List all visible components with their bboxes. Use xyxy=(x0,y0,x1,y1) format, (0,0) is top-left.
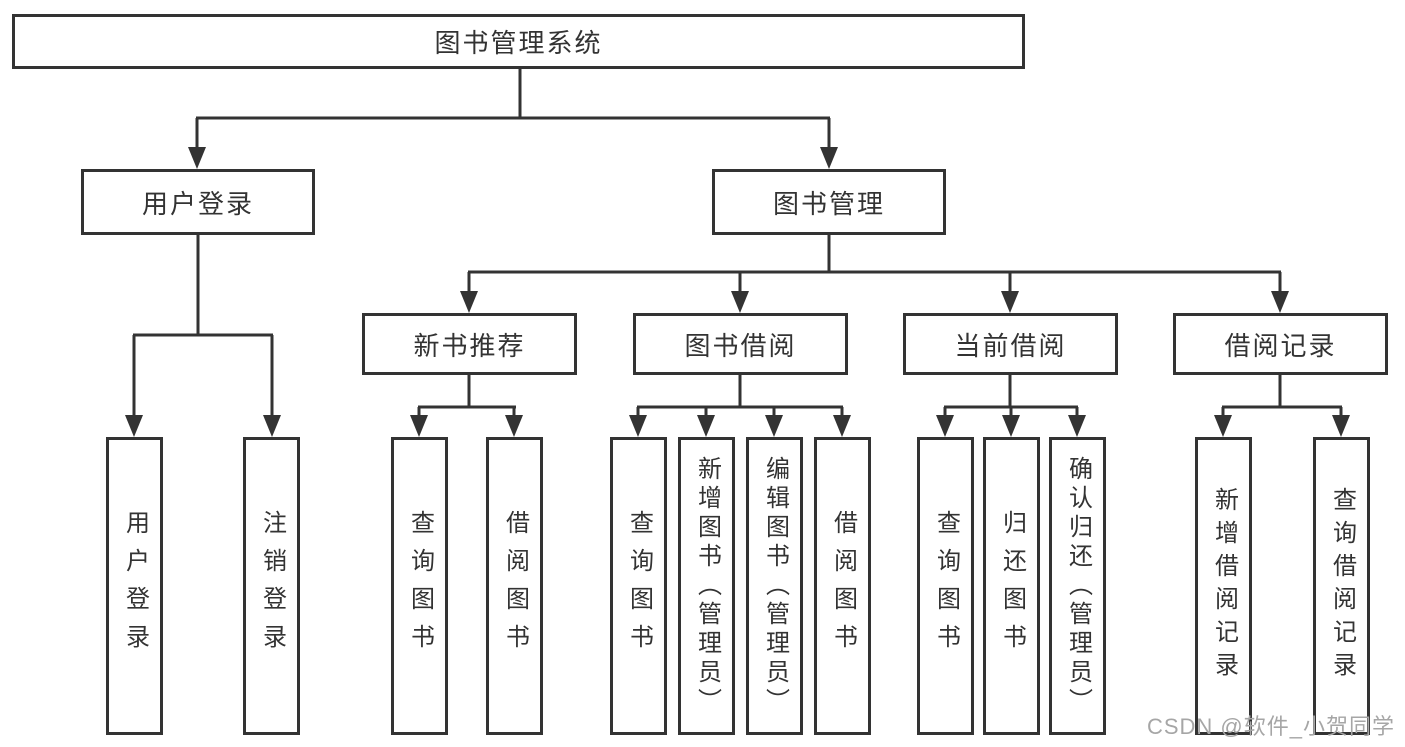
leaf-query-books-3: 查询图书 xyxy=(917,437,974,735)
leaf-label: 用户登录 xyxy=(121,510,149,662)
connector-line xyxy=(196,116,830,120)
arrowhead-icon xyxy=(125,415,143,437)
leaf-borrow-books-2: 借阅图书 xyxy=(814,437,871,735)
node-book-borrowing-label: 图书借阅 xyxy=(684,330,797,361)
node-user-login: 用户登录 xyxy=(81,169,315,235)
connector-line xyxy=(772,407,776,417)
leaf-query-borrow-record: 查询借阅记录 xyxy=(1313,437,1370,735)
arrowhead-icon xyxy=(629,415,647,437)
leaf-label: 查询图书 xyxy=(406,510,434,662)
node-new-book-recommend-label: 新书推荐 xyxy=(413,330,526,361)
connector-line xyxy=(637,405,843,409)
arrowhead-icon xyxy=(820,147,838,169)
connector-line xyxy=(467,272,471,294)
arrowhead-icon xyxy=(731,291,749,313)
connector-line xyxy=(1008,272,1012,294)
connector-line xyxy=(270,335,274,417)
leaf-label: 查询借阅记录 xyxy=(1328,487,1356,685)
leaf-label: 新增借阅记录 xyxy=(1210,487,1238,685)
leaf-query-books-2: 查询图书 xyxy=(610,437,667,735)
leaf-label: 编辑图书（管理员） xyxy=(761,455,789,717)
node-new-book-recommend: 新书推荐 xyxy=(362,313,577,375)
leaf-edit-book-admin: 编辑图书（管理员） xyxy=(746,437,803,735)
connector-line xyxy=(704,407,708,417)
arrowhead-icon xyxy=(460,291,478,313)
arrowhead-icon xyxy=(188,147,206,169)
connector-line xyxy=(1008,375,1012,407)
node-borrow-records-label: 借阅记录 xyxy=(1224,330,1337,361)
arrowhead-icon xyxy=(1332,415,1350,437)
node-root-label: 图书管理系统 xyxy=(434,28,603,58)
arrowhead-icon xyxy=(765,415,783,437)
leaf-return-book: 归还图书 xyxy=(983,437,1040,735)
node-current-borrowing: 当前借阅 xyxy=(903,313,1118,375)
leaf-label: 查询图书 xyxy=(932,510,960,662)
leaf-label: 借阅图书 xyxy=(501,510,529,662)
leaf-add-borrow-record: 新增借阅记录 xyxy=(1195,437,1252,735)
connector-line xyxy=(133,333,273,337)
arrowhead-icon xyxy=(410,415,428,437)
leaf-label: 查询图书 xyxy=(625,510,653,662)
connector-line xyxy=(827,235,831,272)
arrowhead-icon xyxy=(1271,291,1289,313)
arrowhead-icon xyxy=(833,415,851,437)
connector-line xyxy=(518,69,522,118)
watermark: CSDN @软件_小贺同学 xyxy=(1146,714,1395,739)
node-book-borrowing: 图书借阅 xyxy=(633,313,848,375)
arrowhead-icon xyxy=(1214,415,1232,437)
connector-line xyxy=(196,235,200,335)
connector-line xyxy=(1278,272,1282,294)
node-book-management: 图书管理 xyxy=(712,169,946,235)
node-root: 图书管理系统 xyxy=(12,14,1025,69)
leaf-label: 注销登录 xyxy=(258,510,286,662)
connector-line xyxy=(636,407,640,417)
leaf-label: 归还图书 xyxy=(998,510,1026,662)
connector-line xyxy=(132,335,136,417)
connector-line xyxy=(1278,375,1282,407)
leaf-user-login: 用户登录 xyxy=(106,437,163,735)
connector-line xyxy=(467,375,471,407)
connector-line xyxy=(840,407,844,417)
connector-line xyxy=(468,270,1281,274)
arrowhead-icon xyxy=(1002,415,1020,437)
arrowhead-icon xyxy=(1068,415,1086,437)
connector-line xyxy=(827,118,831,150)
arrowhead-icon xyxy=(263,415,281,437)
leaf-query-books-1: 查询图书 xyxy=(391,437,448,735)
leaf-label: 借阅图书 xyxy=(829,510,857,662)
connector-line xyxy=(1075,407,1079,417)
connector-line xyxy=(512,407,516,417)
leaf-borrow-books-1: 借阅图书 xyxy=(486,437,543,735)
connector-line xyxy=(1221,407,1225,417)
arrowhead-icon xyxy=(936,415,954,437)
connector-line xyxy=(195,118,199,150)
leaf-label: 新增图书（管理员） xyxy=(693,455,721,717)
node-current-borrowing-label: 当前借阅 xyxy=(954,330,1067,361)
connector-line xyxy=(418,405,516,409)
node-book-management-label: 图书管理 xyxy=(772,188,885,219)
connector-line xyxy=(1009,407,1013,417)
connector-line xyxy=(738,272,742,294)
connector-line xyxy=(1339,407,1343,417)
connector-line xyxy=(738,375,742,407)
arrowhead-icon xyxy=(697,415,715,437)
connector-line xyxy=(1222,405,1342,409)
connector-line xyxy=(417,407,421,417)
leaf-add-book-admin: 新增图书（管理员） xyxy=(678,437,735,735)
node-user-login-label: 用户登录 xyxy=(141,188,254,219)
arrowhead-icon xyxy=(1001,291,1019,313)
leaf-confirm-return-admin: 确认归还（管理员） xyxy=(1049,437,1106,735)
leaf-label: 确认归还（管理员） xyxy=(1064,455,1092,717)
leaf-logout: 注销登录 xyxy=(243,437,300,735)
connector-line xyxy=(943,407,947,417)
arrowhead-icon xyxy=(505,415,523,437)
node-borrow-records: 借阅记录 xyxy=(1173,313,1388,375)
